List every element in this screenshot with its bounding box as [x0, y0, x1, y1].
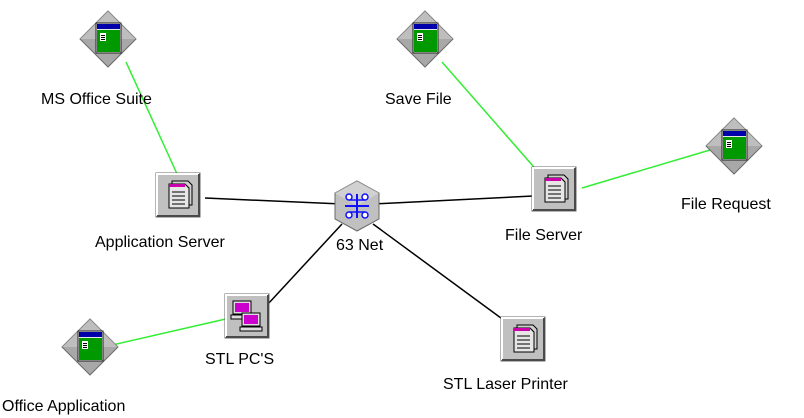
link-application-server-to-63-net — [204, 197, 343, 205]
application-icon — [705, 117, 763, 175]
server-icon — [531, 166, 577, 212]
server-icon — [155, 172, 201, 218]
link-save-file-to-file-server — [441, 61, 541, 175]
application-icon — [79, 10, 137, 68]
stl-pcs-label: STL PC'S — [205, 351, 275, 368]
63-net-label: 63 Net — [336, 237, 384, 254]
application-icon — [61, 318, 119, 376]
office-application-label: Office Application — [2, 398, 126, 415]
stl-laser-printer-label: STL Laser Printer — [443, 376, 568, 393]
ms-office-suite-label: MS Office Suite — [41, 91, 152, 108]
application-server-label: Application Server — [95, 234, 225, 251]
link-office-application-to-stl-pcs — [107, 317, 231, 347]
server-icon — [500, 316, 546, 362]
workstations-icon — [224, 293, 270, 339]
link-63-net-to-file-server — [372, 195, 534, 205]
link-ms-office-suite-to-application-server — [125, 61, 179, 177]
link-63-net-to-stl-laser-printer — [372, 223, 521, 333]
network-hub-icon — [334, 180, 380, 232]
link-63-net-to-stl-pcs — [267, 223, 343, 305]
application-icon — [396, 10, 454, 68]
file-server-label: File Server — [505, 227, 583, 244]
link-file-request-to-file-server — [581, 149, 711, 189]
file-request-label: File Request — [681, 196, 771, 213]
save-file-label: Save File — [385, 91, 452, 108]
